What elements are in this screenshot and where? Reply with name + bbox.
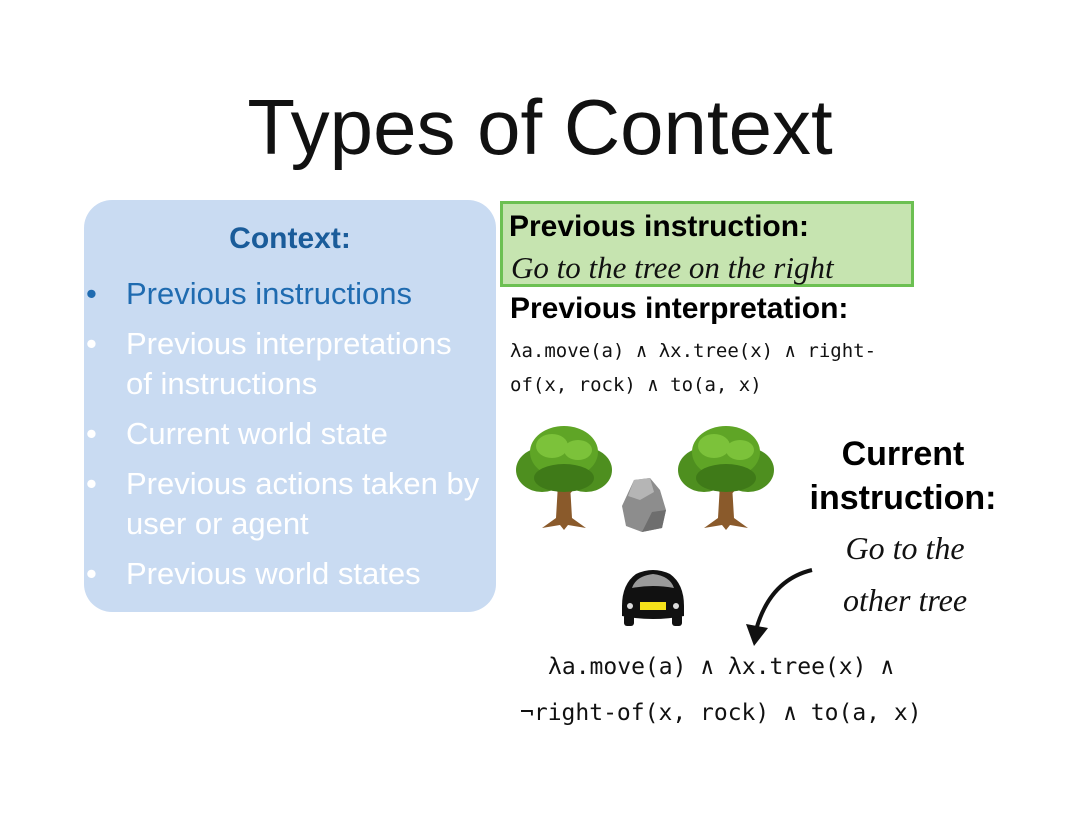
tree-icon bbox=[678, 426, 774, 530]
context-item-previous-instructions: •Previous instructions bbox=[86, 276, 413, 311]
previous-interpretation-label: Previous interpretation: bbox=[510, 292, 849, 325]
context-item-previous-world-states: •Previous world states bbox=[86, 556, 421, 591]
new-interpretation-formula-line1: λa.move(a) ∧ λx.tree(x) ∧ bbox=[548, 654, 895, 680]
new-interpretation-formula-line2: ¬right-of(x, rock) ∧ to(a, x) bbox=[520, 700, 922, 726]
context-item-previous-actions: •Previous actions taken by user or agent bbox=[86, 466, 480, 541]
previous-instruction-text: Go to the tree on the right bbox=[511, 250, 834, 285]
previous-instruction-label: Previous instruction: bbox=[509, 210, 810, 243]
previous-interpretation-formula-line1: λa.move(a) ∧ λx.tree(x) ∧ right- bbox=[510, 340, 877, 362]
tree-icon bbox=[516, 426, 612, 530]
context-heading: Context: bbox=[229, 222, 351, 255]
slide-title: Types of Context bbox=[247, 83, 833, 171]
car-icon bbox=[622, 570, 684, 626]
curved-arrow-icon bbox=[746, 568, 813, 646]
previous-interpretation-formula-line2: of(x, rock) ∧ to(a, x) bbox=[510, 374, 762, 396]
previous-instruction-box: Previous instruction: Go to the tree on … bbox=[500, 201, 914, 287]
context-item-previous-interpretations: •Previous interpretations of instruction… bbox=[86, 326, 452, 401]
context-panel: Context: •Previous instructions •Previou… bbox=[84, 200, 496, 612]
context-list: •Previous instructions •Previous interpr… bbox=[84, 274, 496, 604]
context-item-current-world-state: •Current world state bbox=[86, 416, 388, 451]
current-instruction-text: Go to the other tree bbox=[842, 530, 968, 618]
current-instruction-label: Current instruction: bbox=[809, 435, 997, 517]
rock-icon bbox=[622, 478, 666, 532]
